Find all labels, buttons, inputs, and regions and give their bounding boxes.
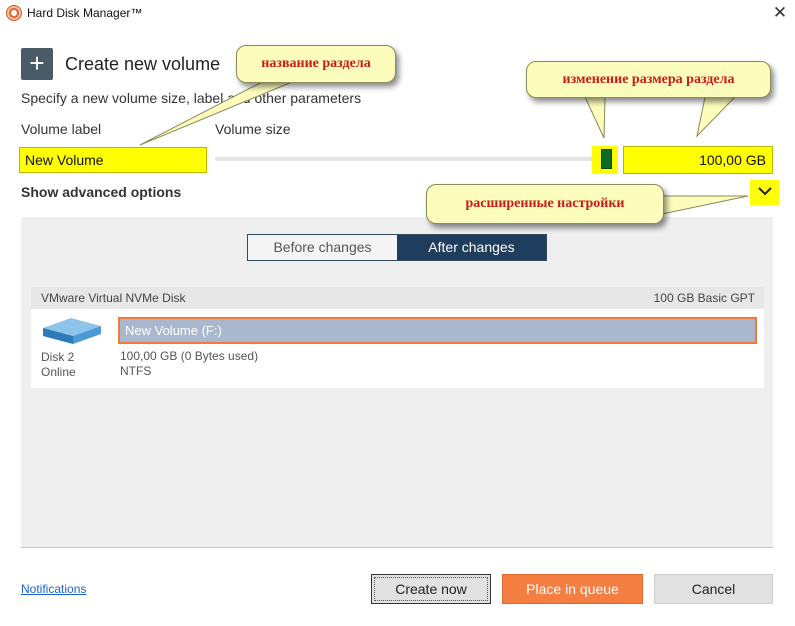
volume-size-slider-thumb[interactable]: [601, 149, 612, 169]
size-callout: изменение размера раздела: [526, 61, 771, 98]
close-icon[interactable]: ✕: [772, 3, 788, 22]
volume-label-input[interactable]: New Volume: [19, 147, 207, 173]
disk-number: Disk 2: [41, 350, 75, 364]
cancel-button[interactable]: Cancel: [654, 574, 773, 604]
create-now-button[interactable]: Create now: [371, 574, 491, 604]
view-toggle: Before changes After changes: [247, 234, 547, 261]
notifications-link[interactable]: Notifications: [21, 582, 87, 596]
volume-label-caption: Volume label: [21, 121, 102, 137]
before-changes-tab[interactable]: Before changes: [248, 235, 397, 260]
disk-name: VMware Virtual NVMe Disk: [41, 291, 186, 305]
show-advanced-options[interactable]: Show advanced options: [21, 184, 182, 200]
plus-icon: +: [21, 48, 53, 80]
volume-size-input[interactable]: 100,00 GB: [623, 146, 773, 174]
disk-card: VMware Virtual NVMe Disk 100 GB Basic GP…: [31, 287, 764, 388]
volume-bar[interactable]: New Volume (F:): [118, 317, 757, 344]
disk-info: 100 GB Basic GPT: [653, 291, 755, 305]
disk-status: Online: [41, 365, 76, 379]
page-title: Create new volume: [65, 54, 221, 74]
advanced-options-expand-button[interactable]: [750, 180, 779, 205]
hard-disk-icon: [43, 318, 101, 344]
volume-size-slider-track[interactable]: [215, 157, 610, 161]
title-bar: Hard Disk Manager™ ✕: [0, 0, 795, 26]
label-callout: название раздела: [236, 45, 396, 83]
chevron-down-icon: [757, 187, 772, 196]
volume-filesystem: NTFS: [120, 364, 152, 378]
page-subtitle: Specify a new volume size, label and oth…: [21, 90, 362, 106]
advanced-callout: расширенные настройки: [426, 184, 664, 224]
volume-name: New Volume (F:): [125, 323, 222, 338]
place-in-queue-button[interactable]: Place in queue: [502, 574, 643, 604]
volume-size-caption: Volume size: [215, 121, 291, 137]
volume-size-text: 100,00 GB (0 Bytes used): [120, 349, 259, 363]
hdm-logo-icon: [6, 5, 22, 21]
after-changes-tab[interactable]: After changes: [397, 235, 546, 260]
window-title: Hard Disk Manager™: [27, 6, 143, 20]
disk-header: VMware Virtual NVMe Disk 100 GB Basic GP…: [31, 287, 764, 309]
